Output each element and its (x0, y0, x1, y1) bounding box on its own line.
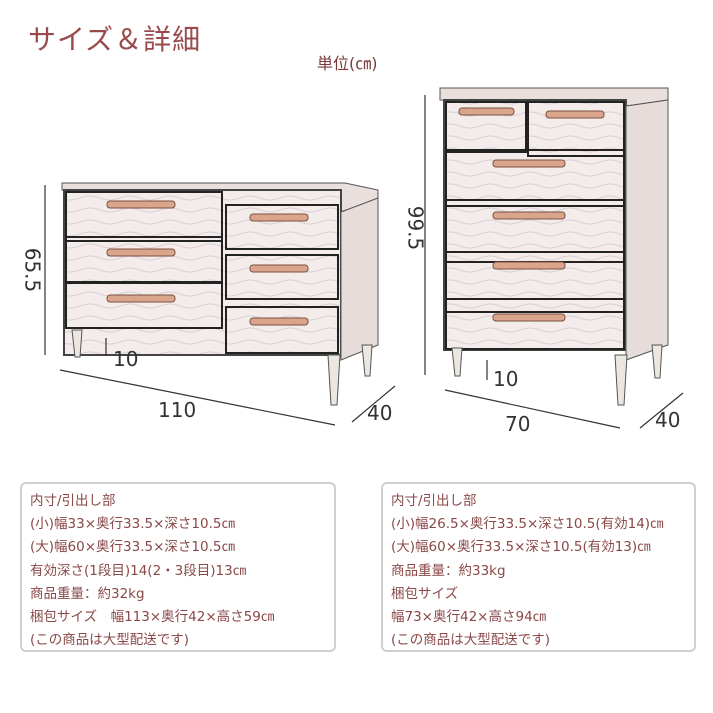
detail-line: (小)幅26.5×奥行33.5×深さ10.5(有効14)㎝ (391, 516, 664, 533)
chest-side (340, 197, 379, 361)
handle (492, 261, 566, 270)
handle (106, 248, 176, 257)
detail-line: (小)幅33×奥行33.5×深さ10.5㎝ (30, 516, 235, 533)
drawer (225, 204, 339, 250)
detail-line: (大)幅60×奥行33.5×深さ10.5㎝ (30, 539, 235, 556)
leg (327, 354, 341, 406)
detail-line: 梱包サイズ 幅113×奥行42×高さ59㎝ (30, 609, 275, 626)
tall-chest-illustration (424, 87, 684, 429)
page-title: サイズ＆詳細 (28, 23, 202, 56)
handle (458, 107, 515, 116)
handle (249, 213, 309, 222)
drawer (225, 306, 339, 354)
right-width-label: 70 (505, 412, 531, 436)
handle (249, 317, 309, 326)
drawer (445, 298, 625, 350)
furniture-illustrations (44, 87, 684, 429)
low-chest-illustration (44, 182, 396, 426)
drawer (445, 251, 625, 313)
detail-line: (この商品は大型配送です) (30, 632, 190, 649)
drawer (65, 191, 223, 242)
detail-line: 内寸/引出し部 (30, 493, 116, 509)
leg (71, 329, 83, 358)
drawer (527, 101, 625, 157)
leg (451, 347, 463, 377)
leg (614, 354, 628, 406)
detail-line: 有効深さ(1段目)14(2・3段目)13㎝ (30, 562, 247, 579)
detail-line: (この商品は大型配送です) (391, 632, 551, 649)
detail-line: 幅73×奥行42×高さ94㎝ (391, 609, 547, 626)
left-leg-height-label: 10 (113, 347, 139, 371)
left-depth-label: 40 (367, 401, 393, 425)
handle (492, 211, 566, 220)
handle (545, 110, 605, 119)
detail-line: (大)幅60×奥行33.5×深さ10.5(有効13)㎝ (391, 539, 651, 556)
unit-label: 単位(㎝) (317, 54, 378, 73)
handle (492, 159, 566, 168)
left-height-label: 65.5 (20, 247, 45, 293)
handle (106, 200, 176, 209)
handle (492, 313, 566, 322)
drawer (445, 101, 527, 153)
leg (361, 344, 373, 377)
leg (651, 344, 663, 379)
chest-front (443, 99, 627, 351)
drawer (65, 282, 223, 329)
detail-line: 梱包サイズ (391, 585, 459, 602)
right-leg-height-label: 10 (493, 367, 519, 391)
drawer (445, 149, 625, 207)
detail-line: 商品重量：約32kg (30, 585, 145, 602)
drawer (225, 254, 339, 300)
detail-line: 商品重量：約33kg (391, 562, 506, 579)
left-details-box: 内寸/引出し部 (小)幅33×奥行33.5×深さ10.5㎝ (大)幅60×奥行3… (20, 482, 336, 652)
handle (249, 264, 309, 273)
handle (106, 294, 176, 303)
detail-line: 内寸/引出し部 (391, 493, 477, 509)
right-depth-label: 40 (655, 408, 681, 432)
chest-side (625, 99, 669, 361)
right-details-box: 内寸/引出し部 (小)幅26.5×奥行33.5×深さ10.5(有効14)㎝ (大… (381, 482, 696, 652)
right-height-label: 99.5 (403, 205, 428, 251)
left-width-label: 110 (158, 398, 197, 422)
